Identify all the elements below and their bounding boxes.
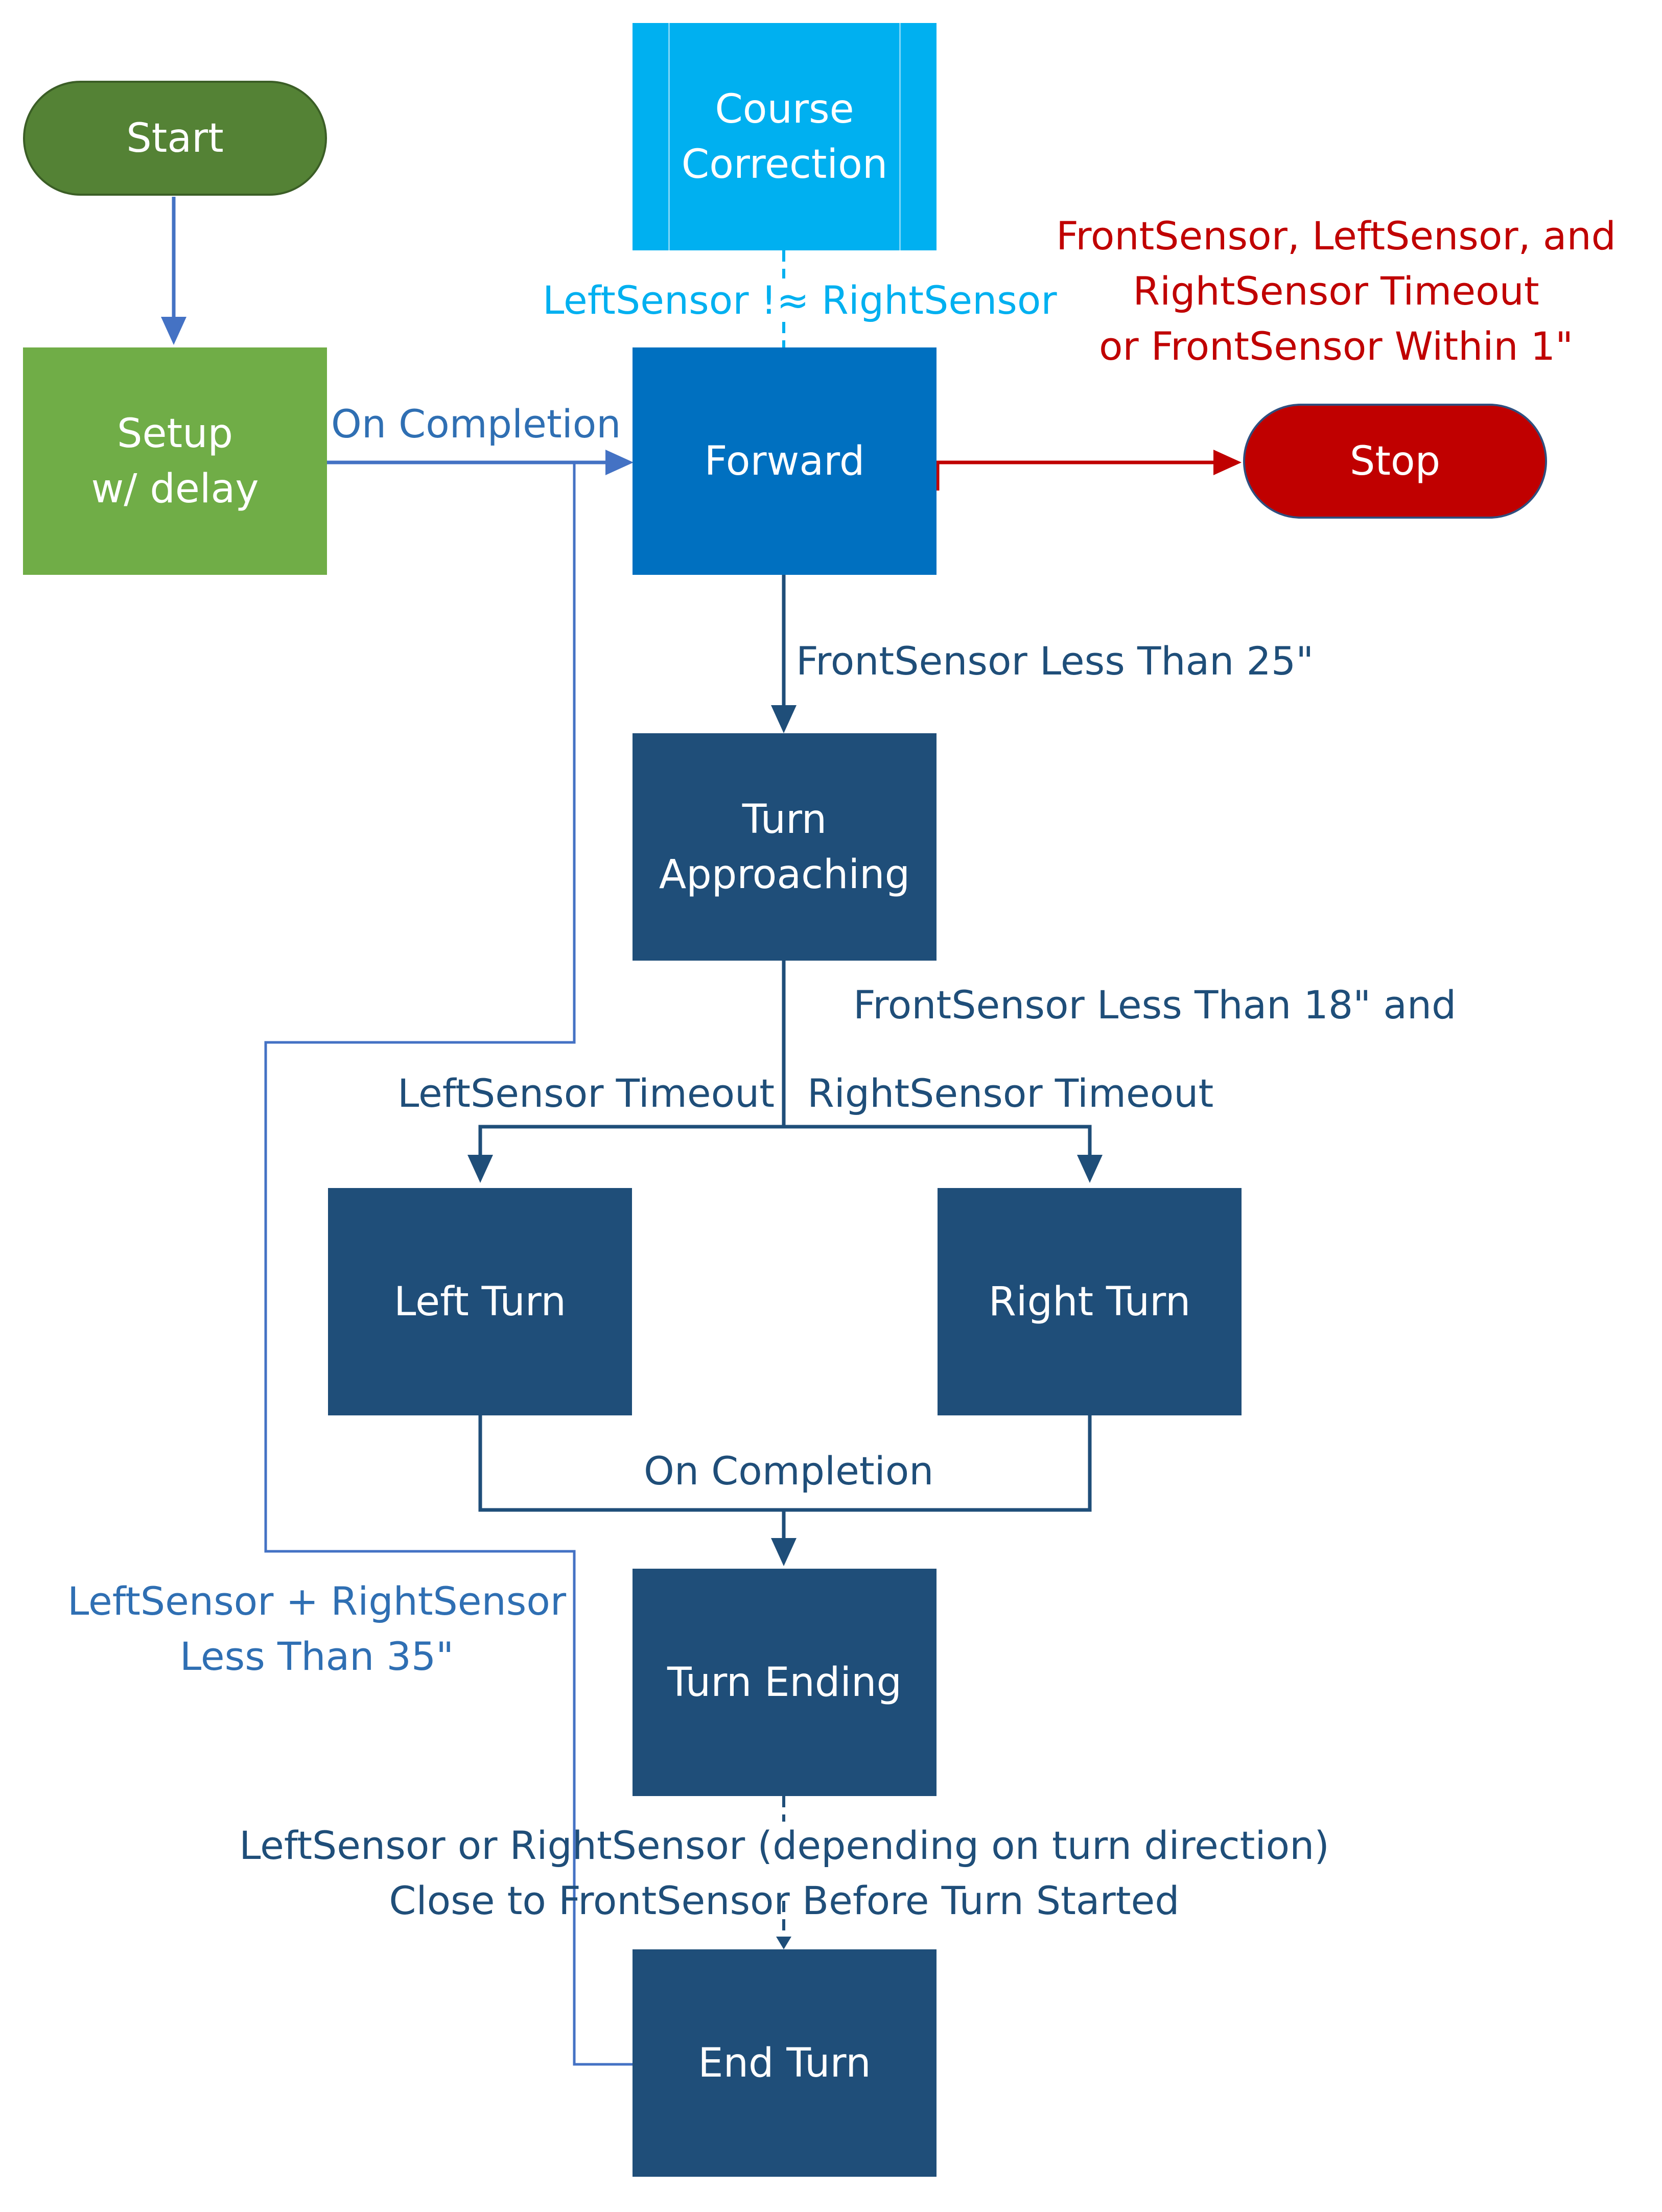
label-left-timeout: LeftSensor Timeout xyxy=(397,1070,775,1116)
arrowhead-forward-turn xyxy=(771,705,797,733)
turn-ending-label: Turn Ending xyxy=(667,1659,902,1706)
arrowhead-turn-ending xyxy=(771,1538,797,1566)
left-turn-label: Left Turn xyxy=(394,1278,566,1325)
setup-node[interactable]: Setup w/ delay xyxy=(23,347,327,575)
left-turn-node[interactable]: Left Turn xyxy=(328,1188,632,1415)
start-label: Start xyxy=(126,115,224,161)
edge-turn-split xyxy=(478,961,1092,1155)
stop-label: Stop xyxy=(1349,438,1441,484)
course-correction-right-bar xyxy=(899,23,901,250)
label-turns-completion: On Completion xyxy=(644,1448,934,1494)
course-correction-left-bar xyxy=(668,23,670,250)
arrowhead-forward-stop xyxy=(1213,450,1242,475)
label-setup-forward: On Completion xyxy=(331,401,621,447)
stop-node[interactable]: Stop xyxy=(1243,404,1547,519)
arrowhead-start-setup xyxy=(161,317,186,345)
label-turn-condition: FrontSensor Less Than 18" and xyxy=(853,982,1457,1028)
arrowhead-left-turn xyxy=(467,1155,493,1183)
setup-label: Setup w/ delay xyxy=(91,410,259,512)
label-forward-turn: FrontSensor Less Than 25" xyxy=(796,638,1314,684)
label-loop-back: LeftSensor + RightSensor Less Than 35" xyxy=(67,1578,567,1679)
forward-node[interactable]: Forward xyxy=(633,347,937,575)
edge-loop-back xyxy=(264,462,634,2066)
forward-label: Forward xyxy=(704,438,865,484)
turn-ending-node[interactable]: Turn Ending xyxy=(633,1569,937,1796)
edge-forward-stop xyxy=(935,460,1213,491)
arrowhead-setup-forward xyxy=(605,450,634,475)
turn-approaching-label: Turn Approaching xyxy=(659,796,910,898)
label-right-timeout: RightSensor Timeout xyxy=(807,1070,1214,1116)
turn-approaching-node[interactable]: Turn Approaching xyxy=(633,733,937,961)
start-node[interactable]: Start xyxy=(23,81,327,196)
label-forward-stop: FrontSensor, LeftSensor, and RightSensor… xyxy=(1056,213,1616,369)
end-turn-node[interactable]: End Turn xyxy=(633,1949,937,2177)
right-turn-node[interactable]: Right Turn xyxy=(938,1188,1242,1415)
edge-turns-merge xyxy=(478,1415,1092,1538)
arrowhead-end-turn xyxy=(776,1937,791,1949)
label-end-condition: LeftSensor or RightSensor (depending on … xyxy=(239,1823,1329,1923)
course-correction-label: Course Correction xyxy=(681,86,888,188)
course-correction-node[interactable]: Course Correction xyxy=(633,23,937,250)
arrowhead-right-turn xyxy=(1077,1155,1103,1183)
right-turn-label: Right Turn xyxy=(988,1278,1191,1325)
label-course-correction: LeftSensor !≈ RightSensor xyxy=(543,277,1057,323)
end-turn-label: End Turn xyxy=(698,2040,871,2086)
